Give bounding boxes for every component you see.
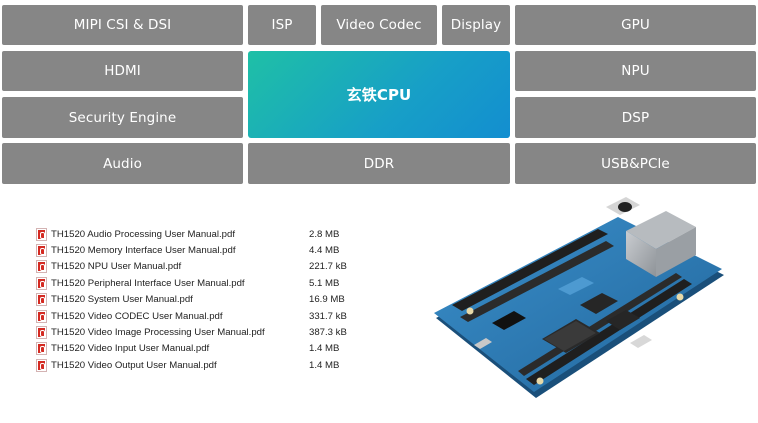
file-name[interactable]: TH1520 Video CODEC User Manual.pdf — [51, 310, 223, 322]
block-hdmi: HDMI — [2, 51, 243, 91]
pin-header — [460, 241, 614, 322]
file-name[interactable]: TH1520 Peripheral Interface User Manual.… — [51, 277, 245, 289]
soc-chip-top — [544, 321, 596, 351]
file-row[interactable]: TH1520 Video Input User Manual.pdf 1.4 M… — [36, 341, 356, 357]
power-jack-hole — [618, 202, 632, 212]
block-label: Video Codec — [336, 17, 422, 33]
block-label: 玄铁CPU — [346, 86, 412, 104]
file-row[interactable]: TH1520 Video Image Processing User Manua… — [36, 324, 356, 340]
file-row[interactable]: TH1520 Peripheral Interface User Manual.… — [36, 275, 356, 291]
file-size: 2.8 MB — [309, 228, 340, 240]
dev-board-image — [434, 197, 724, 398]
block-isp: ISP — [248, 5, 316, 45]
file-row[interactable]: TH1520 System User Manual.pdf 16.9 MB — [36, 292, 356, 308]
pdf-icon — [36, 244, 47, 258]
file-size: 387.3 kB — [309, 327, 347, 339]
pdf-icon — [36, 326, 47, 340]
file-name[interactable]: TH1520 Video Output User Manual.pdf — [51, 359, 217, 371]
block-security-engine: Security Engine — [2, 97, 243, 138]
file-name[interactable]: TH1520 Memory Interface User Manual.pdf — [51, 245, 236, 257]
block-label: Audio — [103, 155, 142, 172]
usb-port — [630, 335, 652, 348]
file-name[interactable]: TH1520 Audio Processing User Manual.pdf — [51, 228, 235, 240]
block-ddr: DDR — [248, 143, 510, 184]
pdf-icon — [36, 342, 47, 356]
file-row[interactable]: TH1520 Memory Interface User Manual.pdf … — [36, 242, 356, 258]
file-size: 1.4 MB — [309, 359, 340, 371]
block-label: DDR — [363, 155, 395, 172]
pdf-icon — [36, 309, 47, 323]
file-row[interactable]: TH1520 NPU User Manual.pdf 221.7 kB — [36, 259, 356, 275]
mounting-hole — [676, 293, 684, 301]
block-display: Display — [442, 5, 510, 45]
pin-header — [518, 273, 682, 376]
file-list: TH1520 Audio Processing User Manual.pdf … — [36, 226, 356, 374]
block-audio: Audio — [2, 143, 243, 184]
block-label: Security Engine — [68, 109, 177, 126]
pdf-icon — [36, 227, 47, 241]
file-size: 5.1 MB — [309, 277, 340, 289]
file-size: 16.9 MB — [309, 294, 345, 306]
block-mipi-csi-dsi: MIPI CSI & DSI — [2, 5, 243, 45]
mounting-hole — [536, 377, 544, 385]
block-label: GPU — [621, 17, 650, 33]
pin-header — [526, 279, 692, 385]
block-label: DSP — [621, 109, 650, 126]
block-dsp: DSP — [515, 97, 756, 138]
block-gpu: GPU — [515, 5, 756, 45]
block-usb-pcie: USB&PCle — [515, 143, 756, 184]
file-name[interactable]: TH1520 NPU User Manual.pdf — [51, 261, 182, 273]
file-size: 221.7 kB — [309, 261, 347, 273]
micro-usb-port — [474, 338, 492, 349]
block-video-codec: Video Codec — [321, 5, 437, 45]
file-row[interactable]: TH1520 Audio Processing User Manual.pdf … — [36, 226, 356, 242]
pin-header — [452, 229, 608, 311]
connector — [492, 311, 526, 330]
file-name[interactable]: TH1520 Video Input User Manual.pdf — [51, 343, 210, 355]
file-row[interactable]: TH1520 Video Output User Manual.pdf 1.4 … — [36, 357, 356, 373]
block-label: MIPI CSI & DSI — [73, 17, 172, 33]
file-size: 4.4 MB — [309, 245, 340, 257]
block-label: Display — [450, 17, 502, 33]
ethernet-port-front — [626, 231, 656, 277]
block-label: USB&PCle — [601, 155, 670, 172]
pdf-icon — [36, 293, 47, 307]
pdf-icon — [36, 260, 47, 274]
block-npu: NPU — [515, 51, 756, 91]
pdf-icon — [36, 276, 47, 290]
file-size: 1.4 MB — [309, 343, 340, 355]
file-name[interactable]: TH1520 System User Manual.pdf — [51, 294, 193, 306]
memory-chip — [606, 310, 640, 330]
file-name[interactable]: TH1520 Video Image Processing User Manua… — [51, 327, 265, 339]
block-xuantie-cpu: 玄铁CPU — [248, 51, 510, 138]
block-label: HDMI — [104, 63, 141, 79]
ethernet-port-side — [656, 227, 696, 277]
pdf-icon — [36, 358, 47, 372]
board-logo-area — [558, 277, 594, 295]
memory-chip — [580, 293, 618, 314]
ethernet-port-top — [626, 211, 696, 249]
block-label: NPU — [621, 63, 650, 79]
file-row[interactable]: TH1520 Video CODEC User Manual.pdf 331.7… — [36, 308, 356, 324]
block-label: ISP — [271, 17, 293, 33]
file-size: 331.7 kB — [309, 310, 347, 322]
mounting-hole — [466, 307, 474, 315]
